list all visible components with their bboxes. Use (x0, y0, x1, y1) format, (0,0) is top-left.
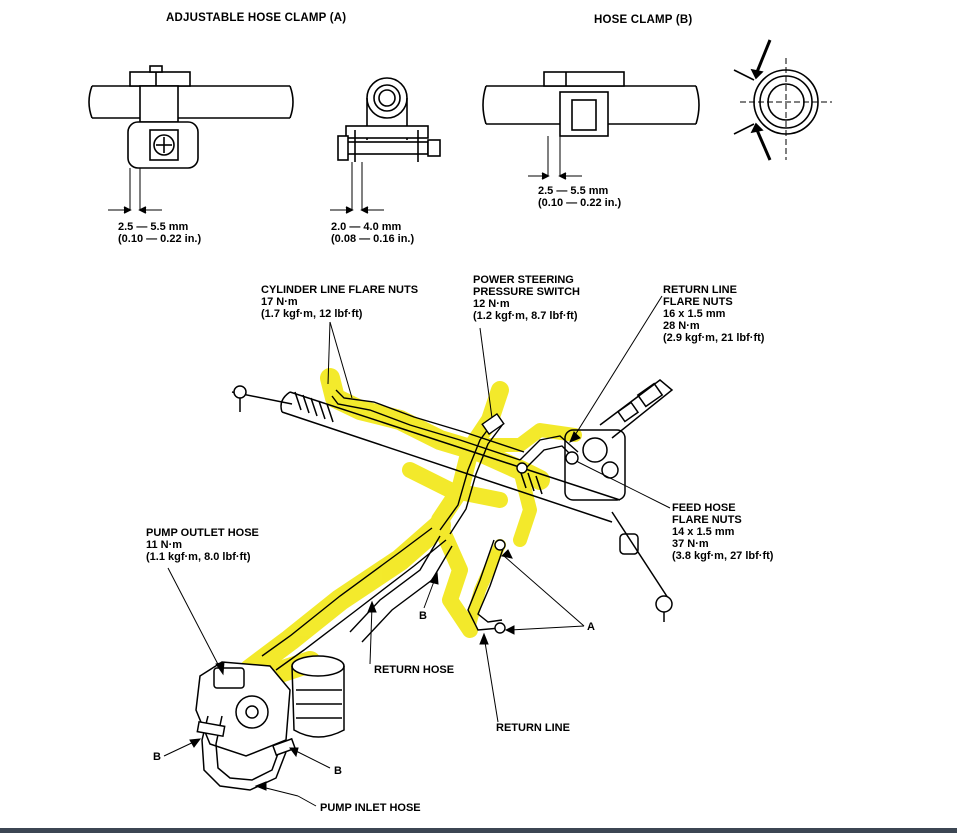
callout-line: (1.2 kgf·m, 8.7 lbf·ft) (473, 310, 578, 322)
dim-value-inches: (0.10 — 0.22 in.) (538, 197, 622, 209)
callout-return-hose: RETURN HOSE (374, 664, 455, 676)
callout-line: 17 N·m (261, 296, 298, 308)
callout-return-line: RETURN LINE (496, 722, 570, 734)
dim-value: 2.5 — 5.5 mm (118, 221, 189, 233)
callout-line: (1.7 kgf·m, 12 lbf·ft) (261, 308, 363, 320)
steering-rack (231, 379, 674, 622)
callout-letter-b-mid: B (419, 610, 427, 622)
dim-value-inches: (0.08 — 0.16 in.) (331, 233, 415, 245)
clamp-b-end-view (733, 39, 832, 161)
callout-line: FLARE NUTS (672, 514, 742, 526)
dim-value: 2.5 — 5.5 mm (538, 185, 609, 197)
dim-clamp-b-side: 2.5 — 5.5 mm (0.10 — 0.22 in.) (538, 185, 621, 209)
callout-line: 14 x 1.5 mm (672, 526, 735, 538)
clamp-b-side-view (482, 71, 700, 180)
callout-pump-outlet-hose: PUMP OUTLET HOSE 11 N·m (1.1 kgf·m, 8.0 … (146, 527, 259, 563)
leader-lines (163, 295, 671, 807)
callout-cylinder-line-flare-nuts: CYLINDER LINE FLARE NUTS 17 N·m (1.7 kgf… (261, 284, 418, 320)
callout-pressure-switch: POWER STEERING PRESSURE SWITCH 12 N·m (1… (473, 274, 580, 322)
callout-line: 11 N·m (146, 539, 183, 551)
dim-value-inches: (0.10 — 0.22 in.) (118, 233, 202, 245)
dim-clamp-a-side: 2.5 — 5.5 mm (0.10 — 0.22 in.) (118, 221, 201, 245)
callout-line: PRESSURE SWITCH (473, 286, 580, 298)
callout-line: 16 x 1.5 mm (663, 308, 726, 320)
callout-line: CYLINDER LINE FLARE NUTS (261, 284, 419, 296)
callout-pump-inlet-hose: PUMP INLET HOSE (320, 802, 421, 814)
highlight-marker (204, 368, 582, 701)
heading-hose-clamp-b: HOSE CLAMP (B) (594, 14, 693, 26)
callout-line: 28 N·m (663, 320, 700, 332)
heading-adjustable-hose-clamp: ADJUSTABLE HOSE CLAMP (A) (166, 12, 347, 24)
dim-value: 2.0 — 4.0 mm (331, 221, 402, 233)
callout-line: RETURN LINE (663, 284, 737, 296)
callout-line: (3.8 kgf·m, 27 lbf·ft) (672, 550, 774, 562)
callout-line: (1.1 kgf·m, 8.0 lbf·ft) (146, 551, 251, 563)
callout-line: PUMP OUTLET HOSE (146, 527, 259, 539)
callout-line: POWER STEERING (473, 274, 574, 286)
pipes-and-hoses (261, 389, 579, 671)
callout-line: FEED HOSE (672, 502, 736, 514)
callout-letter-a: A (587, 621, 595, 633)
callout-line: 37 N·m (672, 538, 709, 550)
callout-letter-b-left: B (153, 751, 161, 763)
callout-letter-b-right: B (334, 765, 342, 777)
power-steering-pump (195, 655, 345, 791)
callout-line: (2.9 kgf·m, 21 lbf·ft) (663, 332, 765, 344)
callout-line: FLARE NUTS (663, 296, 733, 308)
callout-line: 12 N·m (473, 298, 510, 310)
callout-feed-hose-flare-nuts: FEED HOSE FLARE NUTS 14 x 1.5 mm 37 N·m … (672, 502, 773, 562)
clamp-a-side-view (88, 65, 294, 214)
window-bottom-bar (0, 828, 957, 833)
clamp-a-end-view (330, 77, 441, 214)
callout-return-line-flare-nuts: RETURN LINE FLARE NUTS 16 x 1.5 mm 28 N·… (663, 284, 764, 344)
dim-clamp-a-end: 2.0 — 4.0 mm (0.08 — 0.16 in.) (331, 221, 414, 245)
